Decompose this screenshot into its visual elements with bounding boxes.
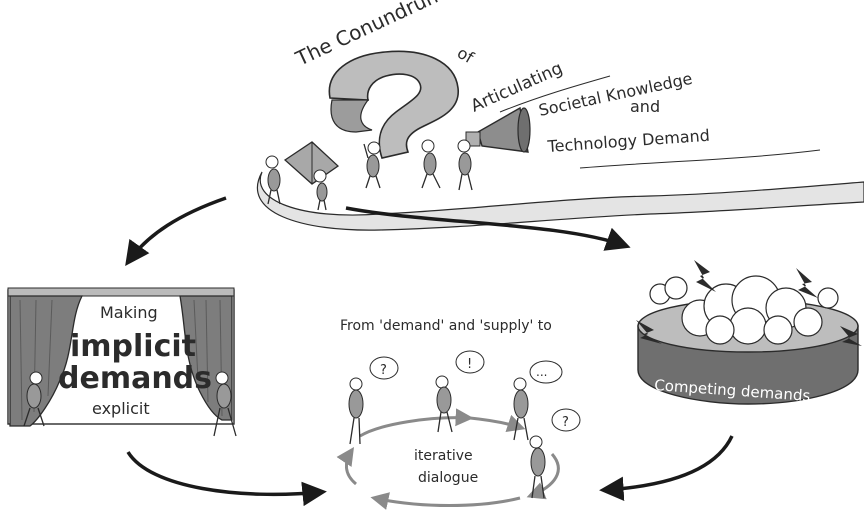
figure-4: [421, 139, 441, 189]
cloud-icon: [649, 275, 839, 345]
lightning-icon: [694, 260, 716, 292]
competing-demands-drum: [636, 260, 862, 405]
arrow-top-to-left: [125, 196, 227, 266]
title-line4: and: [630, 97, 660, 116]
speech-bubble-3: ...: [529, 360, 563, 384]
arrow-top-to-right: [345, 206, 631, 251]
stage-line1: Making: [100, 303, 158, 322]
stage-line2: implicit: [70, 329, 196, 364]
dialogue-center-line2: dialogue: [418, 470, 478, 486]
speech-bubble-1: ?: [369, 356, 399, 380]
lightning-icon-2: [796, 268, 818, 298]
megaphone-icon: [465, 106, 531, 153]
title-line5: Technology Demand: [546, 126, 710, 156]
bubble-1-text: ?: [380, 363, 387, 378]
lightning-icon-4: [840, 326, 862, 346]
bubble-2-text: !: [467, 357, 472, 372]
dialogue-figure-4: [529, 435, 546, 499]
bubble-4-text: ?: [562, 415, 569, 430]
figure-3: [363, 141, 381, 189]
stage-panel: [7, 287, 237, 437]
lightning-icon-3: [636, 320, 662, 344]
question-mark-icon: [328, 50, 459, 159]
dialogue-figure-2: [435, 375, 453, 433]
stage-line4: explicit: [92, 399, 150, 418]
dialogue-heading: From 'demand' and 'supply' to: [340, 318, 552, 334]
figure-5: [457, 139, 473, 191]
title-of: of: [454, 43, 477, 67]
speech-bubble-4: ?: [551, 408, 581, 432]
dialogue-center-line1: iterative: [414, 448, 473, 464]
arrow-left-to-center: [126, 451, 327, 507]
stage-line3: demands: [58, 361, 212, 396]
dialogue-figure-1: [348, 377, 364, 445]
dialogue-figure-3: [513, 377, 529, 441]
dialogue-cycle: [336, 408, 560, 510]
speech-bubble-2: !: [455, 350, 485, 374]
arrow-right-to-center: [599, 435, 734, 502]
ground-swoosh: [256, 149, 864, 231]
figure-2: [313, 169, 328, 211]
flow-arrows: [125, 196, 734, 507]
bubble-3-text: ...: [536, 365, 547, 379]
figure-1: [265, 155, 281, 205]
book-icon: [283, 141, 340, 185]
